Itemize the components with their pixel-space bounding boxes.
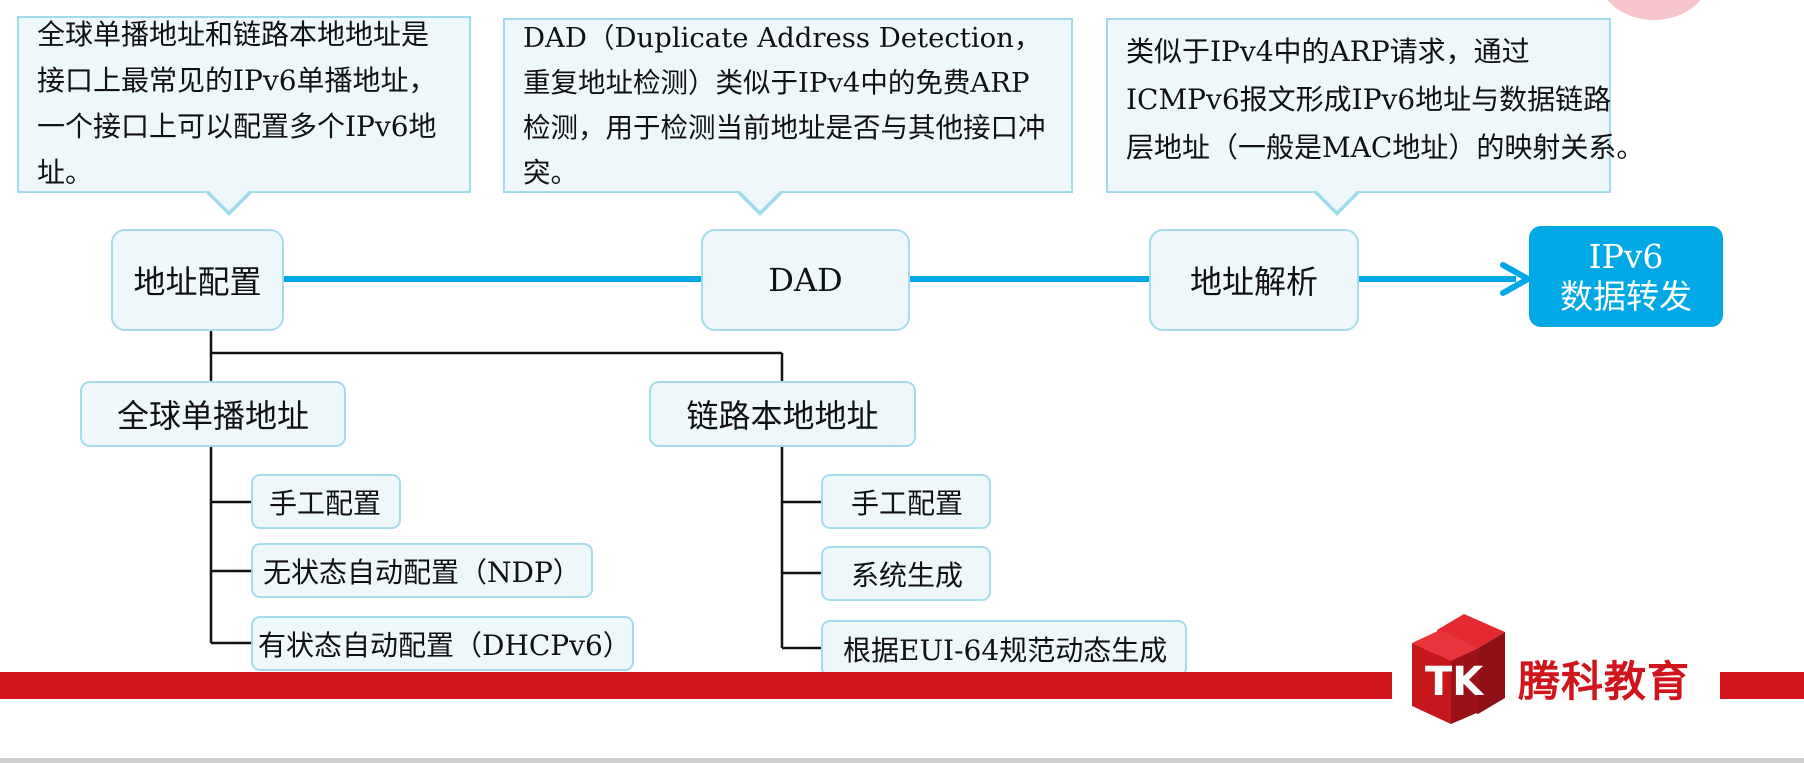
global-item-stateless: 无状态自动配置（NDP） xyxy=(251,543,593,598)
callout-address-config: 全球单播地址和链路本地地址是 接口上最常见的IPv6单播地址， 一个接口上可以配… xyxy=(17,16,471,193)
node-label: 地址解析 xyxy=(1189,263,1318,301)
bottom-divider xyxy=(0,758,1804,763)
callout-line: 突。 xyxy=(523,157,578,189)
callout-tail-fill xyxy=(1316,190,1358,211)
sub-item-label: 有状态自动配置（DHCPv6） xyxy=(258,628,631,662)
callout-tail-fill xyxy=(208,190,250,211)
flow-arrow-head xyxy=(1500,262,1531,296)
final-line-2: 数据转发 xyxy=(1560,276,1692,316)
callout-line: 层地址（一般是MAC地址）的映射关系。 xyxy=(1126,131,1645,164)
brand-name: 腾科教育 xyxy=(1518,657,1691,706)
node-dad: DAD xyxy=(701,229,910,331)
brand-bar-right xyxy=(1720,672,1804,699)
callout-line: 重复地址检测）类似于IPv4中的免费ARP xyxy=(523,67,1030,99)
sub-item-label: 系统生成 xyxy=(851,558,964,592)
final-line-1: IPv6 xyxy=(1588,236,1664,276)
branch-label: 全球单播地址 xyxy=(116,397,309,435)
branch-global-unicast: 全球单播地址 xyxy=(80,381,346,447)
global-item-manual: 手工配置 xyxy=(251,474,401,529)
global-item-stateful: 有状态自动配置（DHCPv6） xyxy=(251,616,634,671)
node-address-config: 地址配置 xyxy=(111,229,284,331)
callout-line: DAD（Duplicate Address Detection， xyxy=(523,22,1042,54)
brand-bar-left xyxy=(0,672,1392,699)
node-label: DAD xyxy=(768,261,843,299)
callout-tail-fill xyxy=(739,190,781,211)
sub-item-label: 手工配置 xyxy=(269,486,382,520)
link-item-manual: 手工配置 xyxy=(821,474,991,529)
callout-address-resolution: 类似于IPv4中的ARP请求，通过 ICMPv6报文形成IPv6地址与数据链路 … xyxy=(1106,18,1645,193)
sub-item-label: 无状态自动配置（NDP） xyxy=(263,555,581,589)
callout-line: 检测，用于检测当前地址是否与其他接口冲 xyxy=(523,112,1046,144)
link-item-eui64: 根据EUI-64规范动态生成 xyxy=(821,620,1187,677)
callout-dad: DAD（Duplicate Address Detection， 重复地址检测）… xyxy=(503,18,1073,193)
callout-line: 接口上最常见的IPv6单播地址， xyxy=(37,64,437,97)
callout-line: 全球单播地址和链路本地地址是 xyxy=(37,18,430,51)
sub-item-label: 手工配置 xyxy=(851,486,964,520)
callout-line: ICMPv6报文形成IPv6地址与数据链路 xyxy=(1126,83,1612,116)
node-label: 地址配置 xyxy=(133,263,262,301)
branch-label: 链路本地地址 xyxy=(686,397,879,435)
callout-line: 类似于IPv4中的ARP请求，通过 xyxy=(1126,35,1530,68)
link-item-system: 系统生成 xyxy=(821,546,991,601)
node-ipv6-forwarding: IPv6 数据转发 xyxy=(1529,226,1723,327)
callout-line: 址。 xyxy=(37,156,94,189)
sub-item-label: 根据EUI-64规范动态生成 xyxy=(843,633,1168,667)
callout-line: 一个接口上可以配置多个IPv6地 xyxy=(37,110,437,143)
node-address-resolution: 地址解析 xyxy=(1149,229,1359,331)
branch-link-local: 链路本地地址 xyxy=(649,381,916,447)
